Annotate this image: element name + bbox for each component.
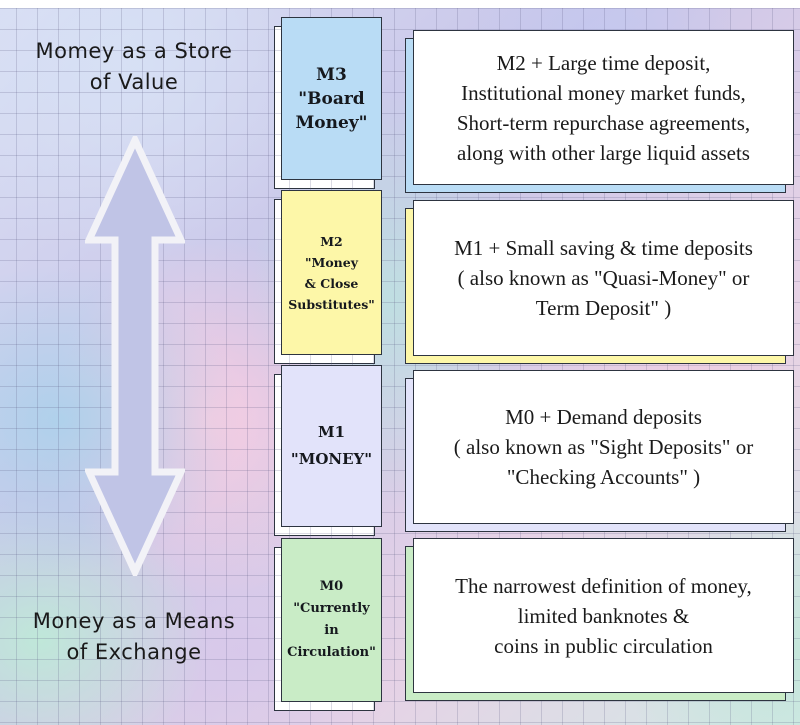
level-name: "Board	[298, 88, 365, 109]
description-line: coins in public circulation	[494, 633, 713, 658]
description-line: Term Deposit" )	[535, 296, 672, 320]
level-name: & Close	[304, 275, 359, 291]
description-card-m0: The narrowest definition of money, limit…	[413, 538, 794, 693]
top-margin	[0, 0, 800, 8]
description-line: Short-term repurchase agreements,	[456, 110, 751, 135]
description-line: ( also known as "Quasi-Money" or	[457, 266, 750, 290]
level-name: Substitutes"	[288, 296, 375, 312]
description-line: The narrowest definition of money,	[455, 573, 752, 598]
description-line: M0 + Demand deposits	[505, 405, 702, 429]
level-card-m1: M1 "MONEY"	[274, 365, 382, 536]
caption-line: Money as a Means	[32, 609, 236, 633]
level-name: "Currently	[293, 601, 370, 616]
level-name: "MONEY"	[290, 450, 373, 468]
level-name: Money"	[295, 112, 368, 133]
description-line: limited banknotes &	[517, 603, 690, 628]
caption-store-of-value: Momey as a Store of Value	[0, 36, 268, 98]
caption-means-of-exchange: Money as a Means of Exchange	[0, 606, 268, 668]
description-line: M1 + Small saving & time deposits	[454, 236, 753, 260]
level-card-m0: M0 "Currently in Circulation"	[274, 538, 382, 711]
caption-line: of Value	[89, 70, 179, 94]
level-name: in	[324, 623, 339, 638]
description-line: M2 + Large time deposit,	[496, 50, 711, 75]
level-code: M2	[320, 233, 343, 249]
level-name: "Money	[305, 254, 358, 270]
description-card-m3: M2 + Large time deposit, Institutional m…	[413, 30, 794, 185]
level-card-m3: M3 "Board Money"	[274, 17, 382, 189]
double-arrow-icon	[85, 136, 185, 576]
level-name: Circulation"	[287, 645, 376, 660]
level-code: M0	[319, 579, 344, 594]
level-card-m2: M2 "Money & Close Substitutes"	[274, 190, 382, 364]
caption-line: Momey as a Store	[35, 39, 233, 63]
level-code: M1	[317, 423, 346, 441]
description-line: "Checking Accounts" )	[506, 465, 701, 489]
level-code: M3	[316, 64, 347, 85]
caption-line: of Exchange	[66, 640, 202, 664]
description-card-m2: M1 + Small saving & time deposits ( also…	[413, 200, 794, 356]
description-card-m1: M0 + Demand deposits ( also known as "Si…	[413, 370, 794, 524]
description-line: along with other large liquid assets	[457, 140, 750, 165]
description-line: Institutional money market funds,	[461, 80, 746, 105]
description-line: ( also known as "Sight Deposits" or	[453, 435, 754, 459]
